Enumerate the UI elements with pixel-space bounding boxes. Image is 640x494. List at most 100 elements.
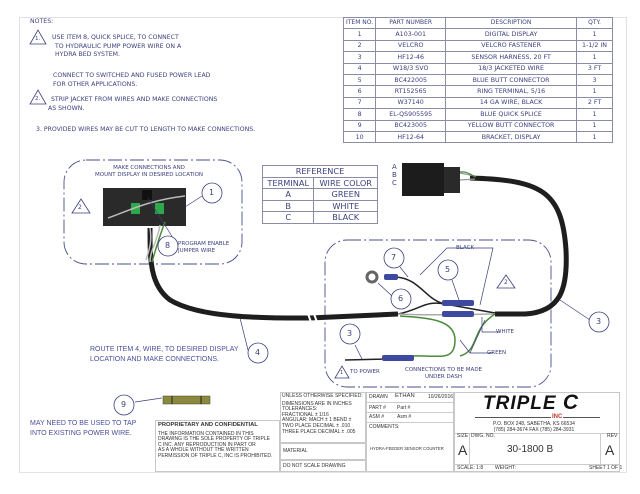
tolerance-line: FRACTIONAL ± 1/16 <box>282 411 329 418</box>
callout-4-label: 4 <box>255 348 261 357</box>
drawn-label: DRAWN <box>369 394 388 400</box>
note1-triangle-icon <box>29 29 47 45</box>
callout-6-label: 6 <box>398 294 404 303</box>
under-dash-text: UNDER DASH <box>425 374 462 380</box>
callout-8 <box>157 235 179 257</box>
callout-8-label: 8 <box>165 241 171 250</box>
to-power-label: TO POWER <box>350 369 380 375</box>
tolerance-line: TOLERANCES: <box>282 406 318 413</box>
bom-cell: 1 <box>576 85 613 98</box>
bom-cell: 8 <box>342 108 377 121</box>
proprietary-line: C INC. ANY REPRODUCTION IN PART OR <box>158 441 256 448</box>
comments-label: COMMENTS: <box>369 424 400 430</box>
bom-cell: RT152565 <box>375 85 447 98</box>
material-field: MATERIAL <box>280 443 366 460</box>
jumper-text: JUMPER WIRE <box>178 248 216 254</box>
bom-cell: 14 GA WIRE, BLACK <box>445 96 577 110</box>
tolerance-line: DIMENSIONS ARE IN INCHES <box>282 400 352 407</box>
bom-cell: 6 <box>342 85 377 98</box>
note2-tri-label: 2. <box>35 96 41 102</box>
tolerance-line: UNLESS OTHERWISE SPECIFIED: <box>282 393 363 399</box>
bom-cell: HF12-46 <box>375 51 447 64</box>
notes-heading: NOTES: <box>30 18 54 25</box>
bom-cell: HF12-64 <box>375 130 447 144</box>
callout-4 <box>247 342 269 364</box>
under-dash-boundary <box>324 239 552 388</box>
callout-2a-label: 2 <box>78 204 82 211</box>
bom-cell: 2 FT <box>576 96 613 110</box>
ref-col-terminal: TERMINAL <box>261 176 315 189</box>
rev-value: A <box>605 442 615 458</box>
callout-6 <box>390 288 412 310</box>
cable-item-3 <box>469 175 569 317</box>
proprietary-line: AS A WHOLE WITHOUT THE WRITTEN <box>158 447 249 454</box>
logo-inc: INC <box>551 414 564 421</box>
cable-item-4 <box>147 227 399 321</box>
company-block: TRIPLE C INC P.O. BOX 248, SABETHA, KS 6… <box>454 392 622 472</box>
note-line: STRIP JACKET FROM WIRES AND MAKE CONNECT… <box>51 96 218 103</box>
proprietary-line: PERMISSION OF TRIPLE C, INC IS PROHIBITE… <box>158 452 273 459</box>
callout-3b <box>339 323 361 345</box>
callout-2-triangle-icon <box>71 198 91 214</box>
callout-2b-triangle-icon <box>496 274 516 289</box>
blue-butt-connector <box>382 355 414 361</box>
scale: SCALE: 1:8 <box>457 465 484 471</box>
callout-1-label: 1 <box>209 188 215 197</box>
bom-cell: BC422005 <box>375 73 447 87</box>
part-value: Part # <box>397 405 411 411</box>
ref-cell: C <box>261 211 315 224</box>
reference-title: REFERENCE <box>262 165 378 178</box>
note-line: USE ITEM 8, QUICK SPLICE, TO CONNECT <box>52 34 179 41</box>
tolerance-line: ANGULAR: MACH ± 1 BEND ± <box>282 417 352 424</box>
address-line: P.O. BOX 248, SABETHA, KS 66534 <box>493 421 575 427</box>
note2-triangle-icon <box>29 89 47 105</box>
display-box-text: MOUNT DISPLAY IN DESIRED LOCATION <box>95 172 204 178</box>
callout-7 <box>383 247 405 269</box>
callout-3a-label: 3 <box>596 317 602 326</box>
wire-item-7 <box>394 276 446 305</box>
bom-col-item: ITEM NO. <box>342 16 377 30</box>
ref-cell: BLACK <box>313 211 378 224</box>
bom-col-qty: QTY. <box>576 16 613 30</box>
bom-cell: 18/3 JACKETED WIRE <box>445 62 577 75</box>
part-label: PART # <box>369 405 386 411</box>
tap-text: MAY NEED TO BE USED TO TAP <box>30 420 137 427</box>
drawn-block: DRAWN ETHAN 10/26/2016 PART # Part # ASM… <box>366 392 454 472</box>
bom-cell: 1 <box>576 130 613 144</box>
callout-tri1-label: 1 <box>340 370 344 376</box>
ring-terminal <box>365 270 379 284</box>
bom-cell: RING TERMINAL, 5/16 <box>445 85 577 98</box>
callout-1 <box>201 182 223 204</box>
ref-cell: B <box>261 199 315 212</box>
bom-cell: 3 <box>576 73 613 87</box>
blue-butt-connector <box>442 300 474 306</box>
dwg-label: DWG. NO. <box>471 433 495 439</box>
callout-3 <box>588 311 610 333</box>
callout-7-label: 7 <box>391 253 397 262</box>
black-wire-label: BLACK <box>456 245 475 251</box>
bom-cell: 3 FT <box>576 62 613 75</box>
tolerance-line: TWO PLACE DECIMAL ± .010 <box>282 422 351 429</box>
company-logo: TRIPLE C <box>483 392 579 414</box>
bom-col-part: PART NUMBER <box>375 16 447 30</box>
display-box-text: MAKE CONNECTIONS AND <box>113 165 185 171</box>
bom-cell: 10 <box>342 130 377 144</box>
drawn-by: ETHAN <box>395 393 415 399</box>
size-value: A <box>458 442 468 458</box>
tolerance-box: UNLESS OTHERWISE SPECIFIED: DIMENSIONS A… <box>280 392 366 443</box>
proprietary-box: PROPRIETARY AND CONFIDENTIAL THE INFORMA… <box>155 420 280 472</box>
pin-b-label: B <box>392 171 397 179</box>
callout-9 <box>113 394 135 416</box>
address-line: (785) 284-3674 FAX (785) 284-3931 <box>493 426 575 433</box>
bom-cell: BLUE BUTT CONNECTOR <box>445 73 577 87</box>
